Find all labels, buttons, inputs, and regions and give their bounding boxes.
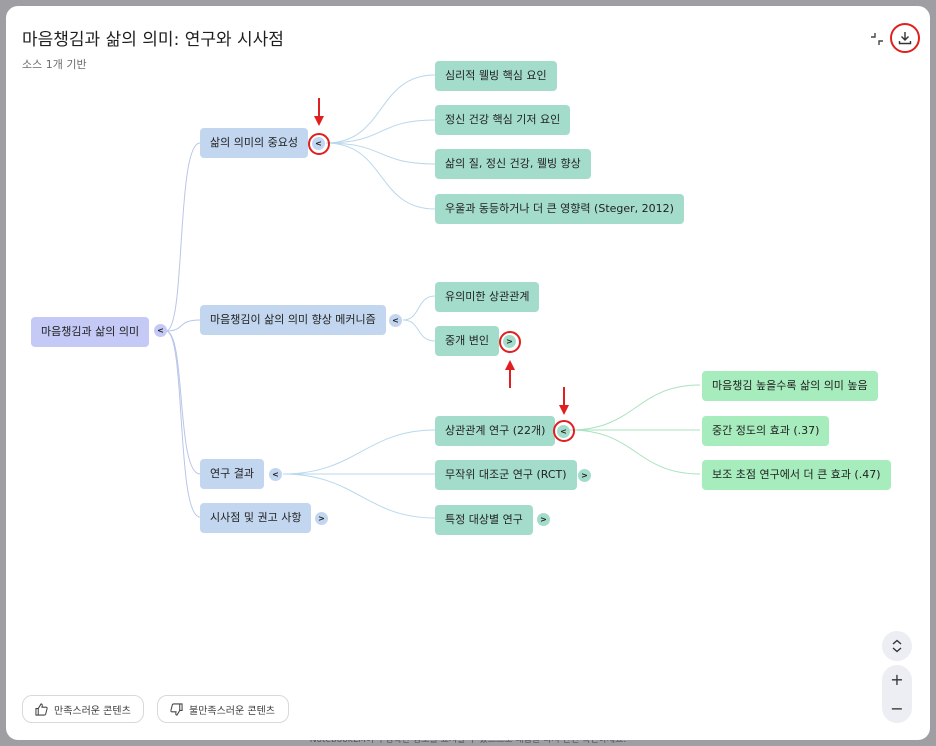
leaf-node[interactable]: 심리적 웰빙 핵심 요인	[435, 61, 557, 91]
branch-importance-toggle-button[interactable]: <	[312, 137, 325, 150]
thumbs-down-icon	[170, 702, 183, 716]
node-specific-groups[interactable]: 특정 대상별 연구	[435, 505, 533, 535]
good-feedback-label: 만족스러운 콘텐츠	[54, 705, 131, 717]
branch-node-mechanism[interactable]: 마음챙김이 삶의 의미 향상 메커니즘	[200, 305, 386, 335]
branch-node-implications[interactable]: 시사점 및 권고 사항	[200, 503, 312, 533]
node-correlation-studies[interactable]: 상관관계 연구 (22개)	[435, 416, 556, 446]
fit-view-button[interactable]	[882, 631, 912, 661]
thumbs-up-icon	[35, 702, 48, 716]
good-feedback-button[interactable]: 만족스러운 콘텐츠	[22, 695, 144, 723]
leaf-node[interactable]: 마음챙김 높을수록 삶의 의미 높음	[702, 371, 878, 401]
branch-results-toggle-button[interactable]: <	[269, 468, 282, 481]
unfold-icon	[892, 639, 902, 653]
zoom-control: + −	[882, 665, 912, 723]
mediator-expand-button[interactable]: >	[503, 335, 516, 348]
leaf-node[interactable]: 중간 정도의 효과 (.37)	[702, 416, 830, 446]
bad-feedback-label: 불만족스러운 콘텐츠	[189, 705, 275, 717]
specific-groups-expand-button[interactable]: >	[537, 513, 550, 526]
dialog-title: 마음챙김과 삶의 의미: 연구와 시사점	[22, 30, 284, 50]
backdrop-note: NotebookLM이 부정확한 정보를 표시할 수 있으므로 대답을 다시 한…	[309, 735, 627, 745]
zoom-in-button[interactable]: +	[890, 670, 904, 689]
leaf-node[interactable]: 보조 초점 연구에서 더 큰 효과 (.47)	[702, 460, 891, 490]
download-button[interactable]	[890, 23, 920, 53]
mindmap-connectors	[165, 74, 701, 519]
branch-node-importance[interactable]: 삶의 의미의 중요성	[200, 128, 308, 158]
zoom-out-button[interactable]: −	[890, 699, 904, 718]
download-icon	[898, 32, 912, 45]
bad-feedback-button[interactable]: 불만족스러운 콘텐츠	[157, 695, 289, 723]
leaf-node[interactable]: 우울과 동등하거나 더 큰 영향력 (Steger, 2012)	[435, 194, 684, 224]
branch-implications-toggle-button[interactable]: >	[315, 512, 328, 525]
node-mediator[interactable]: 중개 변인	[435, 326, 499, 356]
correlation-toggle-button[interactable]: <	[557, 425, 570, 438]
dialog-subtitle: 소스 1개 기반	[22, 58, 87, 71]
collapse-icon	[871, 33, 883, 45]
branch-mechanism-toggle-button[interactable]: <	[389, 314, 402, 327]
mindmap-root-node[interactable]: 마음챙김과 삶의 의미	[31, 317, 150, 347]
collapse-button[interactable]	[866, 28, 888, 50]
leaf-node[interactable]: 유의미한 상관관계	[435, 282, 540, 312]
rct-expand-button[interactable]: >	[578, 469, 591, 482]
node-rct[interactable]: 무작위 대조군 연구 (RCT)	[435, 460, 577, 490]
leaf-node[interactable]: 삶의 질, 정신 건강, 웰빙 향상	[435, 149, 591, 179]
leaf-node[interactable]: 정신 건강 핵심 기저 요인	[435, 105, 571, 135]
mindmap-dialog: 마음챙김과 삶의 의미: 연구와 시사점 소스 1개 기반	[6, 6, 930, 740]
root-toggle-button[interactable]: <	[154, 324, 167, 337]
branch-node-results[interactable]: 연구 결과	[200, 459, 264, 489]
